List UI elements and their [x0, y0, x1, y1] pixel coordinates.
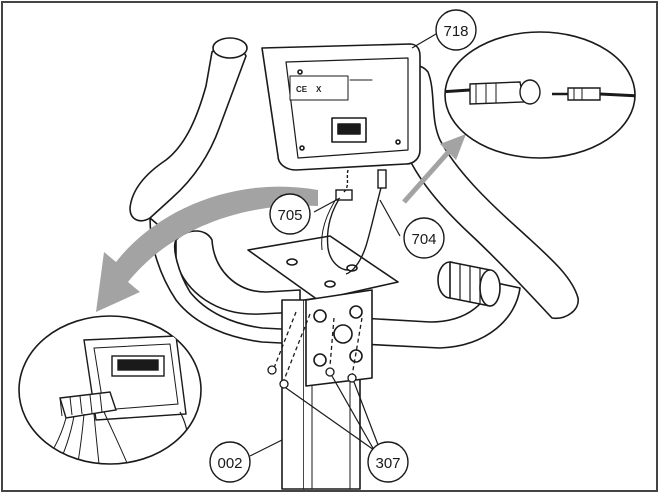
ce-mark: CE [296, 85, 308, 94]
stem-post [281, 299, 305, 490]
socket-pins [337, 123, 361, 135]
callout-705: 705 [269, 193, 311, 235]
screw-icon [347, 373, 357, 383]
callout-718-label: 718 [443, 23, 468, 40]
bracket-center-hole [333, 324, 353, 344]
plate-hole-left [286, 258, 298, 266]
console-screw [299, 145, 305, 151]
plate-hole-front [324, 280, 336, 288]
cable-705-path [343, 169, 349, 193]
left-upper-grip [129, 44, 247, 222]
leader-lines [249, 33, 437, 457]
bracket-hole [349, 305, 363, 319]
lower-handlebar [175, 230, 301, 315]
bike-assembly: CE X [129, 37, 579, 490]
right-upper-grip [390, 64, 579, 320]
callout-704-label: 704 [411, 231, 436, 248]
cables [321, 169, 387, 275]
screw-icon [279, 379, 289, 389]
x-mark: X [316, 85, 322, 94]
plug-704 [377, 169, 387, 189]
callout-002-label: 002 [217, 455, 242, 472]
mounting-plate [247, 235, 399, 301]
audio-jack-detail [444, 31, 636, 159]
callout-307: 307 [367, 441, 409, 483]
cable-704 [345, 183, 383, 275]
callout-002: 002 [209, 441, 251, 483]
callout-307-label: 307 [375, 455, 400, 472]
right-grip-pad [437, 261, 501, 307]
callout-718: 718 [435, 9, 477, 51]
bracket-hole [313, 353, 327, 367]
console-screw [297, 69, 303, 75]
screws [267, 311, 363, 389]
callout-704: 704 [403, 217, 445, 259]
callout-705-label: 705 [277, 207, 302, 224]
console-back-panel [285, 57, 409, 159]
cable-705 [326, 191, 349, 271]
lower-handlebar-right [359, 281, 521, 349]
screw-icon [267, 365, 277, 375]
connector-detail [18, 315, 202, 465]
bracket-hole [313, 309, 327, 323]
console-screw [395, 139, 401, 145]
left-grip-end-cap [212, 37, 248, 59]
screw-icon [325, 367, 335, 377]
straight-arrow-icon [402, 134, 466, 204]
plug-705 [335, 189, 353, 201]
console-label-plate [289, 75, 349, 101]
